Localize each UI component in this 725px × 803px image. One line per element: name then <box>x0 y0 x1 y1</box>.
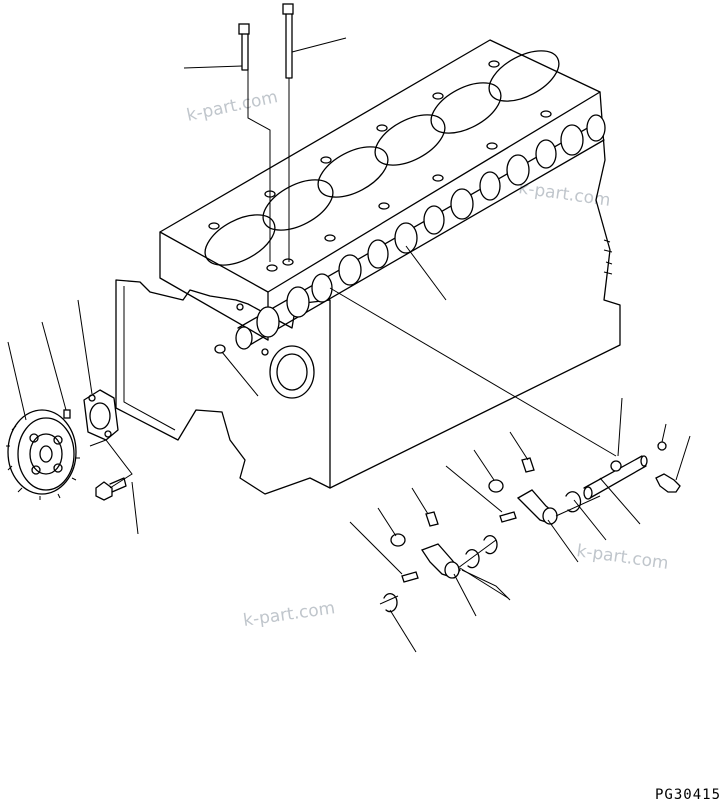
key-pin <box>63 409 71 419</box>
head-bolts <box>238 3 294 79</box>
cam-gear <box>6 409 80 500</box>
leader-lines <box>7 37 691 653</box>
gear-bolt <box>95 477 127 501</box>
camshaft <box>235 114 606 350</box>
thrust-plate <box>83 389 119 441</box>
rocker-shaft-assembly <box>379 441 681 613</box>
watermark-4: k-part.com <box>242 598 336 631</box>
dowel-pin <box>214 344 226 354</box>
watermark-3: k-part.com <box>575 541 669 574</box>
figure-code: PG30415 <box>655 787 721 803</box>
engine-block <box>115 39 621 495</box>
watermark-1: k-part.com <box>185 87 280 126</box>
